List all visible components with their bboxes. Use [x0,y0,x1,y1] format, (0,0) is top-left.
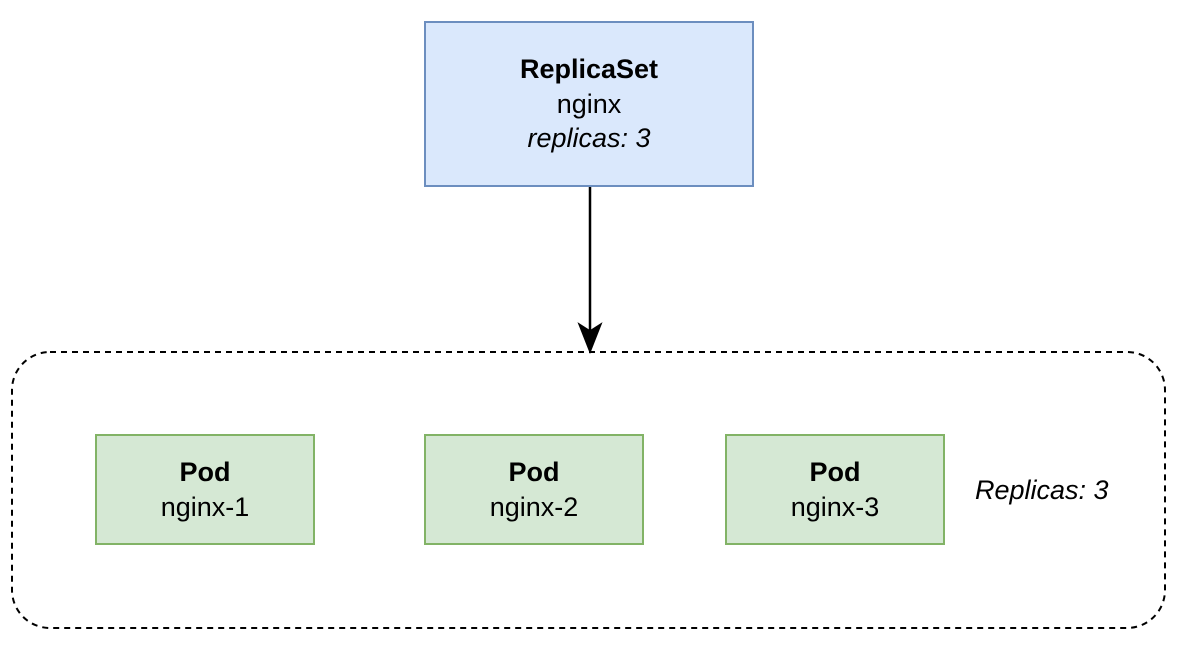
replicaset-name: nginx [556,88,622,119]
replicaset-kind: ReplicaSet [519,54,659,85]
pod-kind: Pod [809,456,861,487]
pod-name: nginx-3 [790,491,880,522]
replicaset-replicas: replicas: 3 [527,123,651,154]
pod-name: nginx-1 [160,491,250,522]
group-replicas-label: Replicas: 3 [975,475,1109,505]
replicaset-node: ReplicaSet nginx replicas: 3 [424,21,754,187]
pod-node-2: Pod nginx-2 [424,434,644,545]
pod-kind: Pod [508,456,560,487]
arrow-head-icon [577,322,603,355]
pod-kind: Pod [179,456,231,487]
replica-group-container [11,351,1166,629]
pod-node-1: Pod nginx-1 [95,434,315,545]
pod-name: nginx-2 [489,491,579,522]
pod-node-3: Pod nginx-3 [725,434,945,545]
